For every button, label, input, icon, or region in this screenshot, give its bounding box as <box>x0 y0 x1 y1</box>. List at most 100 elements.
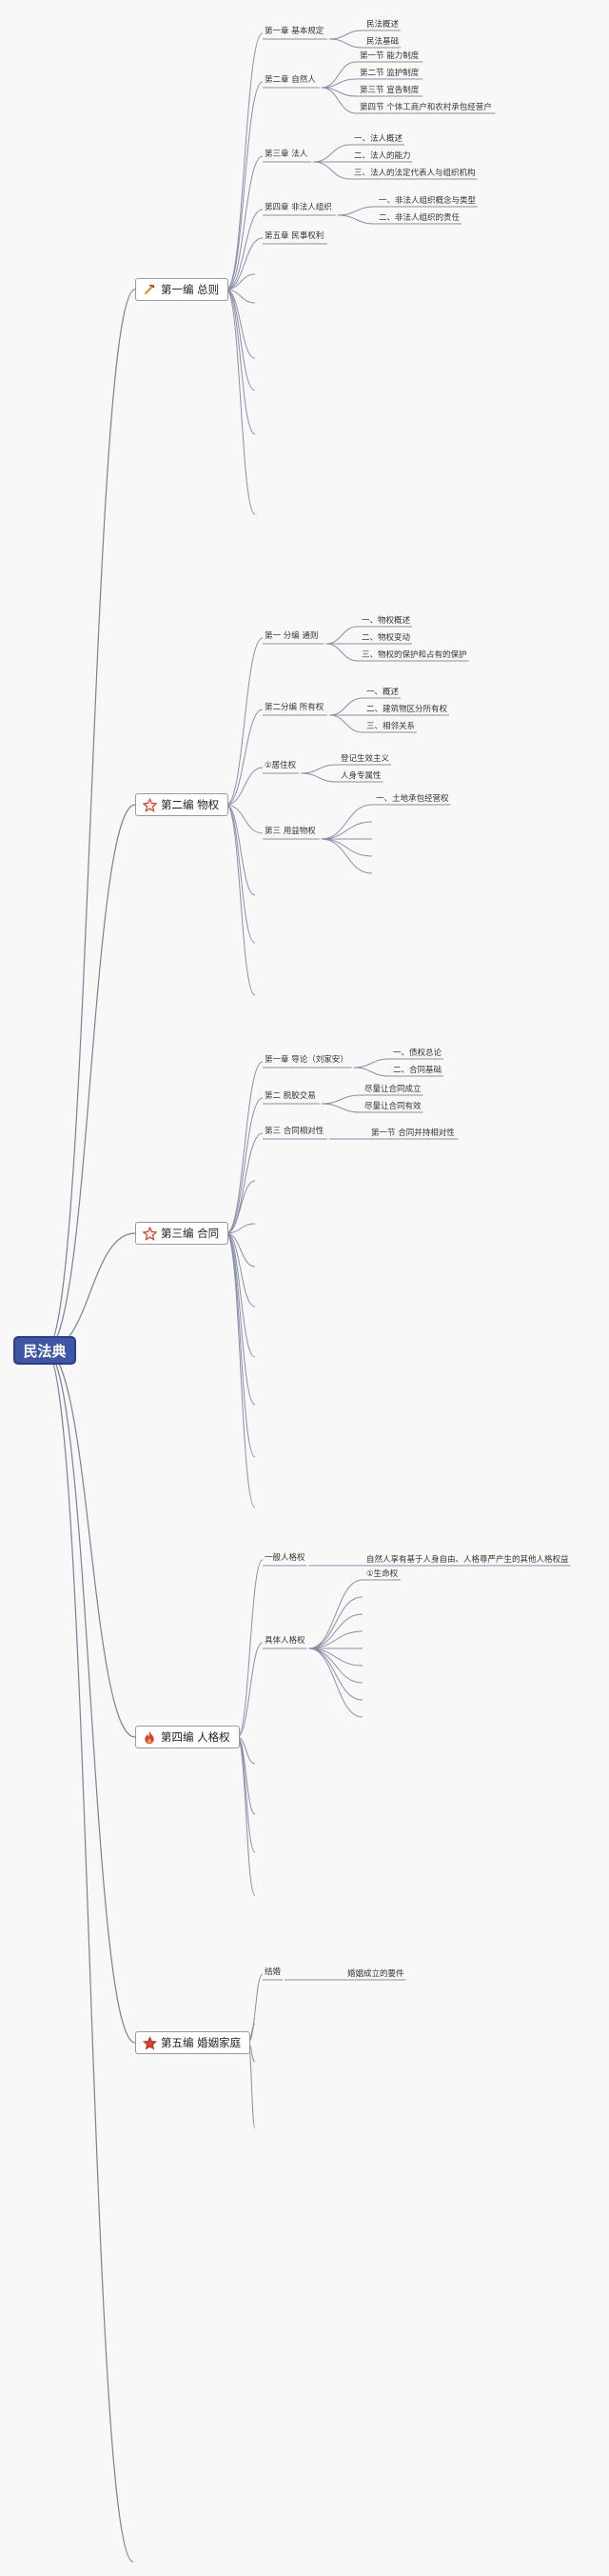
topic-node[interactable]: 二、合同基础 <box>393 1066 442 1075</box>
chapter-node[interactable]: 结婚 <box>265 1967 282 1977</box>
connector-line <box>353 1067 390 1077</box>
connector-line <box>247 2042 256 2129</box>
topic-node[interactable]: 婚姻成立的要件 <box>347 1969 404 1979</box>
star-filled-icon <box>142 2035 157 2050</box>
chapter-node[interactable]: 第二章 自然人 <box>265 75 316 85</box>
part-node[interactable]: 第五编 婚姻家庭 <box>135 2031 251 2054</box>
connector-line <box>308 1630 363 1649</box>
chapter-node[interactable]: ①居住权 <box>265 761 297 770</box>
fire-icon <box>142 1729 157 1745</box>
topic-node[interactable]: 民法基础 <box>366 37 400 47</box>
connector-line <box>226 1232 256 1358</box>
part-label: 第四编 人格权 <box>161 1730 230 1744</box>
connector-line <box>321 87 357 114</box>
part-label: 第三编 合同 <box>161 1227 220 1240</box>
chapter-node[interactable]: 第二 脱胶交易 <box>265 1091 316 1101</box>
part-label: 第二编 物权 <box>161 798 220 811</box>
topic-node[interactable]: 尽量让合同有效 <box>364 1102 422 1111</box>
connector-line <box>308 1647 363 1718</box>
topic-node[interactable]: 二、物权变动 <box>362 633 411 643</box>
connector-line <box>45 1349 136 2044</box>
connector-line <box>226 1232 256 1268</box>
chapter-node[interactable]: 第三章 法人 <box>265 150 308 159</box>
topic-node[interactable]: 一、法人概述 <box>354 134 403 144</box>
connector-line <box>321 61 357 89</box>
chapter-node[interactable]: 具体人格权 <box>265 1636 305 1646</box>
chapter-node[interactable]: 第二分编 所有权 <box>265 703 324 712</box>
topic-node[interactable]: 尽量让合同成立 <box>364 1085 422 1094</box>
part-label: 第一编 总则 <box>161 283 220 296</box>
connector-line <box>226 81 264 290</box>
connector-line <box>321 838 373 874</box>
connector-line <box>45 804 136 1351</box>
part-node[interactable]: 第三编 合同 <box>135 1222 229 1245</box>
chapter-node[interactable]: 第四章 非法人组织 <box>265 203 332 212</box>
topic-node[interactable]: 三、法人的法定代表人与组织机构 <box>354 169 476 178</box>
connector-line <box>226 1097 264 1234</box>
connector-line <box>321 804 373 840</box>
topic-node[interactable]: 登记生效主义 <box>341 754 390 764</box>
connector-line <box>226 1180 256 1234</box>
part-node[interactable]: 第一编 总则 <box>135 278 229 301</box>
topic-node[interactable]: 第二节 监护制度 <box>360 69 420 78</box>
star-outline-icon <box>142 797 157 812</box>
topic-node[interactable]: 一、非法人组织概念与类型 <box>379 196 477 206</box>
connector-line <box>321 1094 362 1105</box>
topic-node[interactable]: 二、非法人组织的责任 <box>379 213 461 223</box>
connector-line <box>329 714 363 733</box>
topic-node[interactable]: 一、概述 <box>366 688 400 697</box>
topic-node[interactable]: 自然人享有基于人身自由、人格尊严产生的其他人格权益 <box>366 1555 569 1565</box>
connector-line <box>329 30 363 40</box>
topic-node[interactable]: 第一节 能力制度 <box>360 51 420 61</box>
connector-line <box>226 709 264 806</box>
topic-node[interactable]: 第一节 合同并持相对性 <box>371 1128 455 1138</box>
connector-line <box>329 697 363 716</box>
connector-line <box>321 838 373 857</box>
chapter-node[interactable]: 一般人格权 <box>265 1553 305 1563</box>
connector-line <box>247 1973 264 2044</box>
chapter-node[interactable]: 第一章 导论（刘家安） <box>265 1055 348 1065</box>
part-label: 第五编 婚姻家庭 <box>161 2036 242 2049</box>
connector-line <box>226 155 264 290</box>
connector-line <box>337 206 376 216</box>
root-node[interactable]: 民法典 <box>13 1336 76 1365</box>
connector-line <box>226 1061 264 1234</box>
connector-line <box>308 1647 363 1684</box>
connector-line <box>237 1642 264 1738</box>
connector-line <box>308 1647 363 1701</box>
connector-line <box>45 289 136 1351</box>
topic-node[interactable]: 二、法人的能力 <box>354 151 411 161</box>
connector-line <box>226 289 256 359</box>
topic-node[interactable]: 一、物权概述 <box>362 616 411 626</box>
topic-node[interactable]: 第三节 宣告制度 <box>360 86 420 95</box>
chapter-node[interactable]: 第五章 民事权利 <box>265 231 324 241</box>
connector-line <box>226 289 256 515</box>
topic-node[interactable]: 一、土地承包经营权 <box>376 794 449 804</box>
topic-node[interactable]: 第四节 个体工商户和农村承包经营户 <box>360 103 492 112</box>
connector-line <box>226 237 264 290</box>
connector-line <box>300 764 338 774</box>
part-node[interactable]: 第四编 人格权 <box>135 1726 240 1748</box>
topic-node[interactable]: 三、物权的保护和占有的保护 <box>362 650 467 660</box>
topic-node[interactable]: 一、债权总论 <box>393 1048 442 1058</box>
chapter-node[interactable]: 第三 用益物权 <box>265 827 316 836</box>
topic-node[interactable]: 人身专属性 <box>341 771 382 781</box>
topic-node[interactable]: 二、建筑物区分所有权 <box>366 705 448 714</box>
connector-line <box>226 804 264 834</box>
connector-line <box>236 1559 264 1738</box>
chapter-node[interactable]: 第一章 基本规定 <box>265 27 324 36</box>
topic-node[interactable]: 三、相邻关系 <box>366 722 416 731</box>
topic-node[interactable]: ①生命权 <box>366 1569 399 1579</box>
chapter-node[interactable]: 第一 分编 通则 <box>265 631 319 641</box>
part-node[interactable]: 第二编 物权 <box>135 793 229 816</box>
connector-line <box>45 1349 134 2563</box>
connector-line <box>308 1613 363 1649</box>
connector-line <box>321 1103 362 1113</box>
connector-line <box>313 144 351 163</box>
chapter-node[interactable]: 第三 合同相对性 <box>265 1127 324 1136</box>
connector-line <box>226 289 256 304</box>
topic-node[interactable]: 民法概述 <box>366 20 400 30</box>
connector-line <box>226 209 264 290</box>
